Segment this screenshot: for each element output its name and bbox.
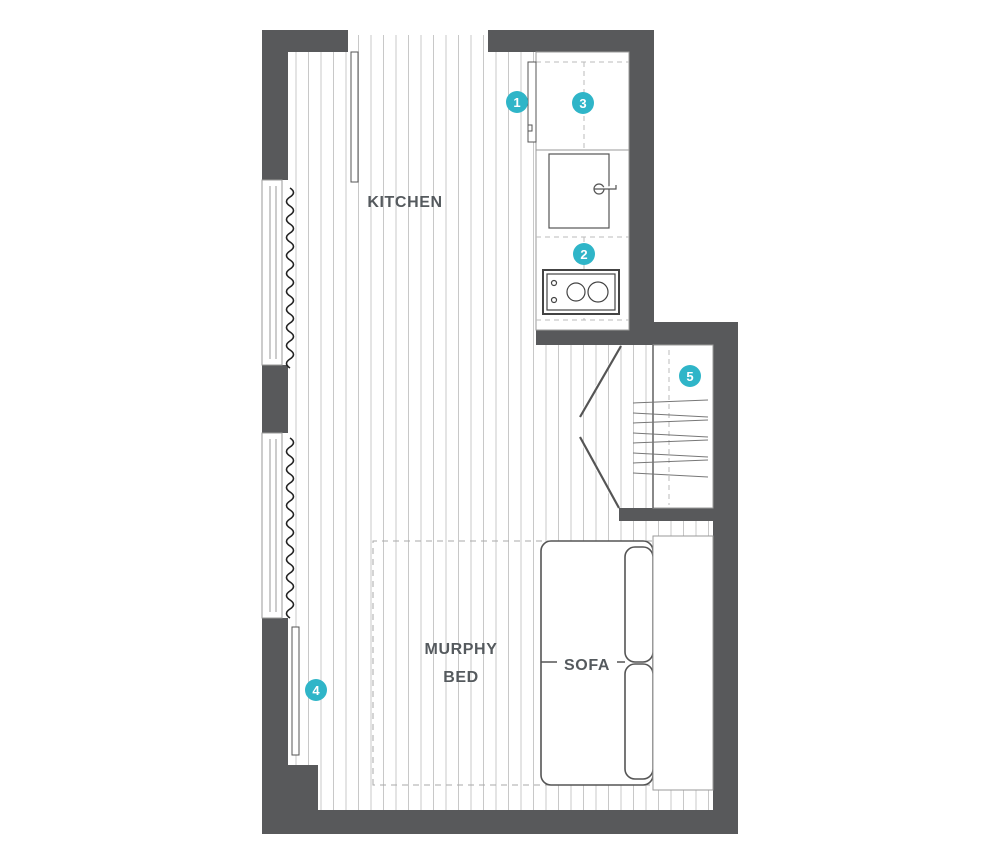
murphy-bed-label-line2: BED: [443, 669, 479, 686]
walls: [262, 30, 738, 834]
sofa-label-bg: [557, 653, 617, 675]
marker-5-number: 5: [686, 369, 693, 384]
fridge-door: [527, 61, 537, 143]
marker-3: 3: [572, 92, 594, 114]
cooktop: [542, 269, 620, 315]
marker-4: 4: [305, 679, 327, 701]
window-upper: [261, 179, 283, 366]
curtain-lower: [285, 437, 295, 619]
marker-5: 5: [679, 365, 701, 387]
marker-4-number: 4: [312, 683, 320, 698]
marker-2: 2: [573, 243, 595, 265]
curtain-upper: [285, 187, 295, 369]
marker-1: 1: [506, 91, 528, 113]
kitchen-sink: [548, 153, 617, 229]
marker-2-number: 2: [580, 247, 587, 262]
kitchen-label: KITCHEN: [367, 194, 442, 211]
wall-tv: [291, 626, 300, 756]
marker-1-number: 1: [513, 95, 520, 110]
sofa-label: SOFA: [564, 657, 610, 674]
closet-bifold-doors: [577, 345, 622, 509]
side-table: [652, 535, 714, 791]
closet: [632, 344, 714, 509]
window-lower: [261, 432, 283, 619]
marker-3-number: 3: [579, 96, 586, 111]
entry-door: [350, 51, 359, 183]
murphy-bed-label-line1: MURPHY: [425, 641, 498, 658]
